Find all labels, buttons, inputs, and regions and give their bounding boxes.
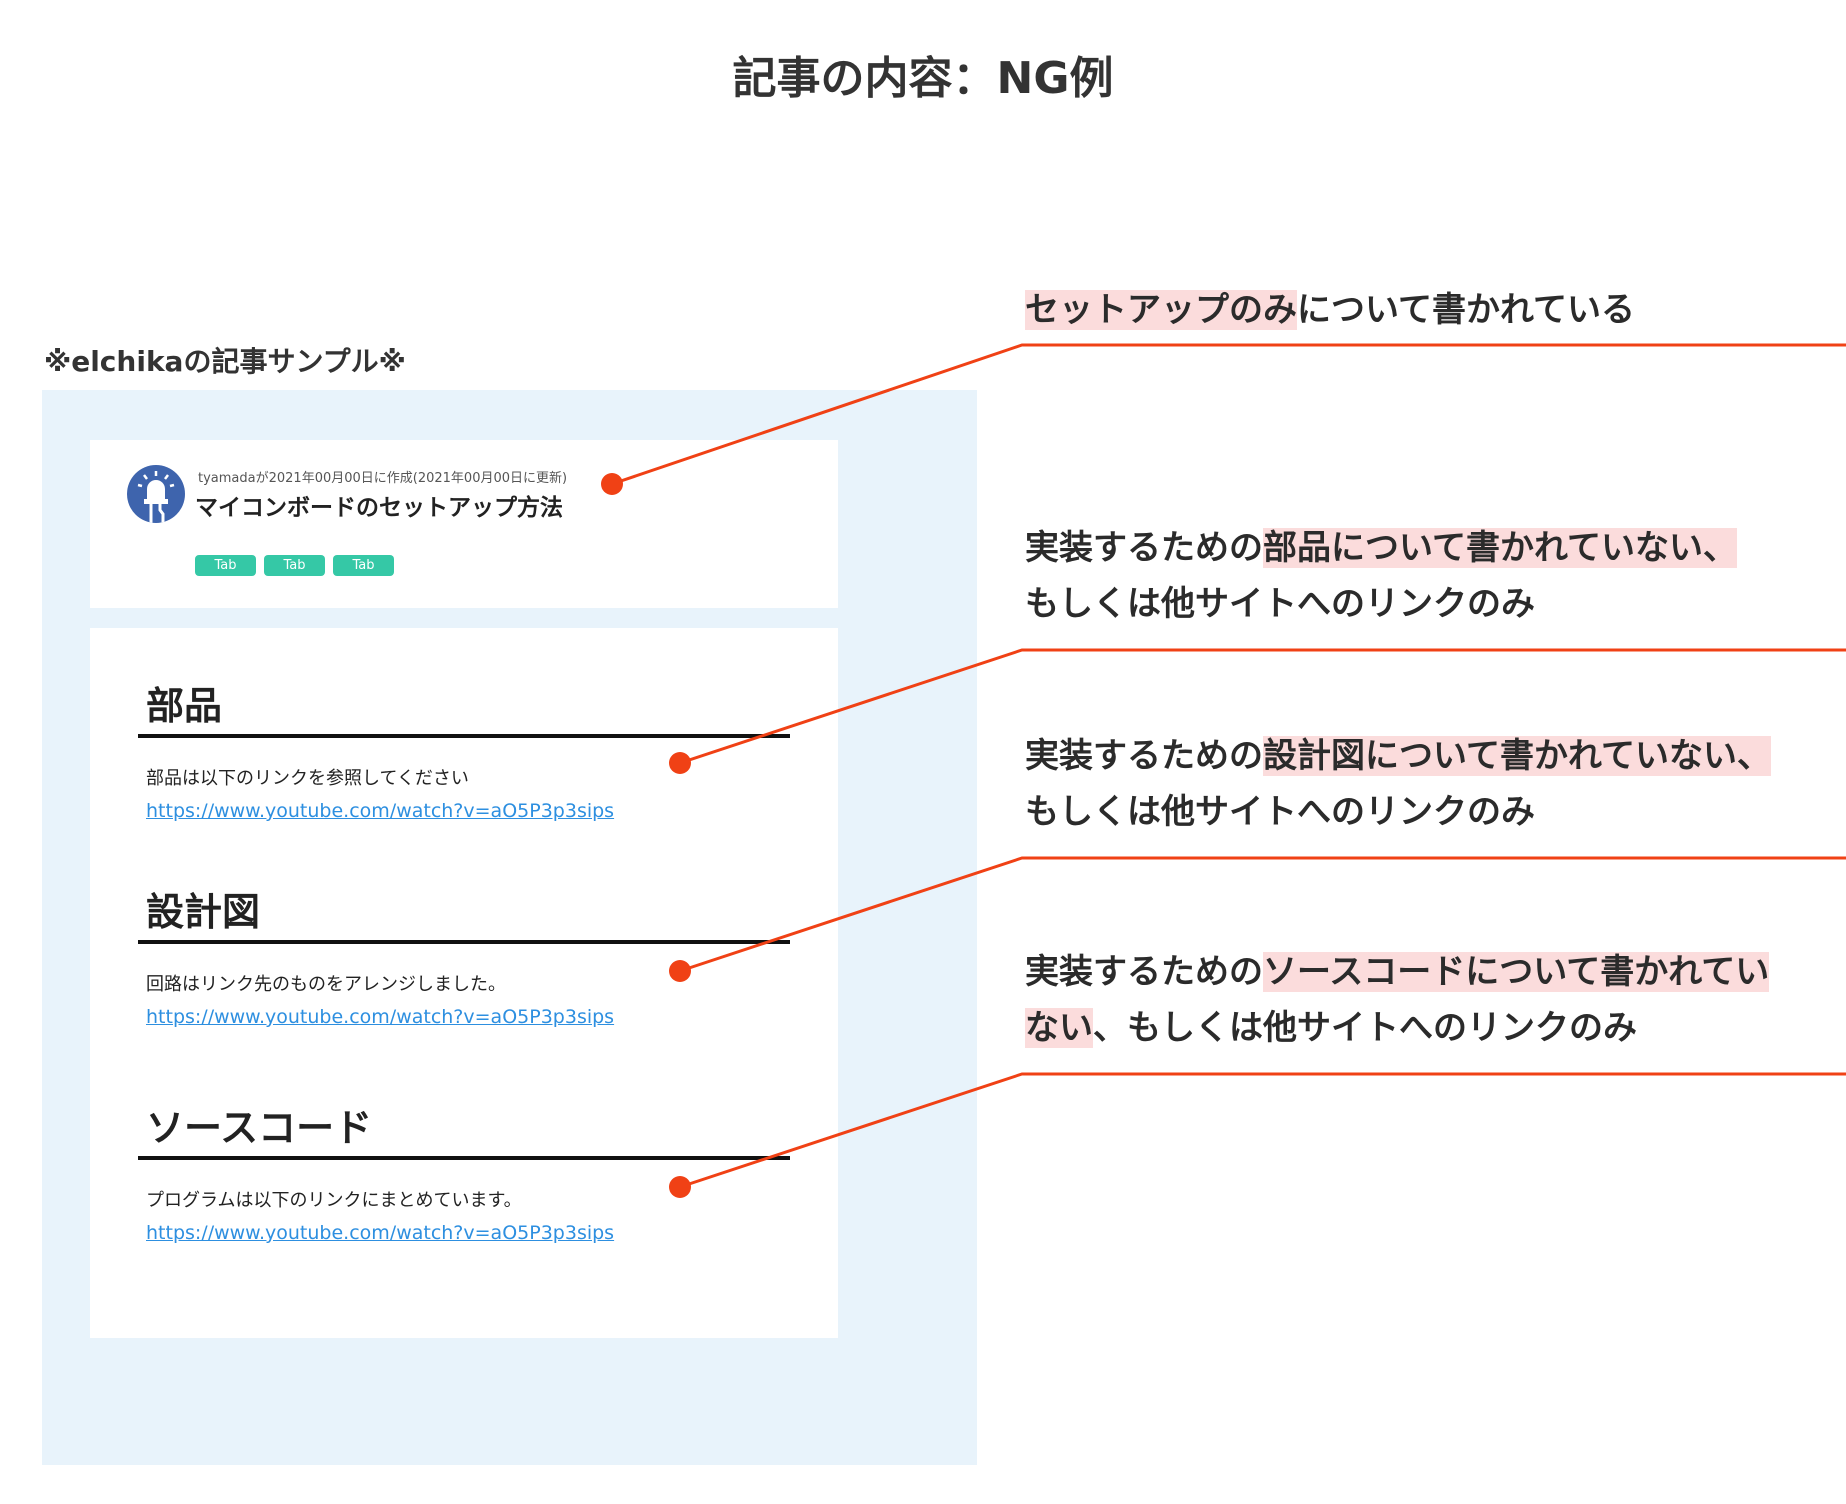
tag[interactable]: Tab	[333, 555, 394, 576]
article-sample-panel: tyamadaが2021年00月00日に作成(2021年00月00日に更新) マ…	[42, 390, 977, 1465]
note-highlight: ない	[1025, 1008, 1093, 1048]
callout-line-3	[679, 856, 1846, 973]
note-highlight: セットアップのみ	[1025, 290, 1297, 330]
section-heading: ソースコード	[138, 1100, 790, 1160]
avatar	[127, 465, 185, 523]
article-meta: tyamadaが2021年00月00日に作成(2021年00月00日に更新)	[198, 471, 568, 486]
note-text: もしくは他サイトへのリンクのみ	[1025, 584, 1535, 624]
section-text: 回路はリンク先のものをアレンジしました。	[146, 974, 506, 995]
section-link[interactable]: https://www.youtube.com/watch?v=aO5P3p3s…	[146, 1222, 615, 1244]
tag-list: Tab Tab Tab	[195, 555, 394, 576]
note-highlight: ソースコードについて書かれてい	[1263, 952, 1770, 992]
note-text: 実装するための	[1025, 736, 1263, 776]
page-title: 記事の内容：NG例	[732, 53, 1114, 104]
article-body-card: 部品 部品は以下のリンクを参照してください https://www.youtub…	[90, 628, 838, 1338]
callout-line-2	[679, 648, 1846, 765]
section-text: 部品は以下のリンクを参照してください	[146, 768, 469, 789]
note-text: 実装するための	[1025, 952, 1263, 992]
article-title[interactable]: マイコンボードのセットアップ方法	[195, 495, 563, 521]
note-setup-only: セットアップのみについて書かれている	[1025, 282, 1635, 338]
note-text: もしくは他サイトへのリンクのみ	[1025, 792, 1535, 832]
section-text: プログラムは以下のリンクにまとめています。	[146, 1190, 522, 1211]
note-text: 、もしくは他サイトへのリンクのみ	[1093, 1008, 1637, 1048]
article-header-card: tyamadaが2021年00月00日に作成(2021年00月00日に更新) マ…	[90, 440, 838, 608]
section-heading: 部品	[138, 678, 790, 738]
section-link[interactable]: https://www.youtube.com/watch?v=aO5P3p3s…	[146, 1006, 615, 1028]
callout-dot-1	[601, 473, 623, 495]
callout-line-1	[611, 343, 1846, 486]
section-source-code: ソースコード プログラムは以下のリンクにまとめています。 https://www…	[138, 1100, 790, 1244]
sample-caption: ※elchikaの記事サンプル※	[44, 345, 406, 378]
callout-dot-4	[669, 1176, 691, 1198]
note-highlight: 部品について書かれていない、	[1263, 528, 1737, 568]
callout-line-4	[679, 1072, 1846, 1189]
section-schematic: 設計図 回路はリンク先のものをアレンジしました。 https://www.you…	[138, 884, 790, 1028]
note-source-code: 実装するためのソースコードについて書かれてい ない、もしくは他サイトへのリンクの…	[1025, 944, 1770, 1056]
tag[interactable]: Tab	[195, 555, 256, 576]
note-text: について書かれている	[1297, 290, 1635, 330]
note-highlight: 設計図について書かれていない、	[1263, 736, 1771, 776]
note-schematic: 実装するための設計図について書かれていない、 もしくは他サイトへのリンクのみ	[1025, 728, 1771, 840]
led-icon	[137, 471, 175, 523]
section-link[interactable]: https://www.youtube.com/watch?v=aO5P3p3s…	[146, 800, 615, 822]
callout-dot-3	[669, 960, 691, 982]
note-parts: 実装するための部品について書かれていない、 もしくは他サイトへのリンクのみ	[1025, 520, 1737, 632]
section-heading: 設計図	[138, 884, 790, 944]
note-text: 実装するための	[1025, 528, 1263, 568]
section-parts: 部品 部品は以下のリンクを参照してください https://www.youtub…	[138, 678, 790, 822]
tag[interactable]: Tab	[264, 555, 325, 576]
callout-dot-2	[669, 752, 691, 774]
